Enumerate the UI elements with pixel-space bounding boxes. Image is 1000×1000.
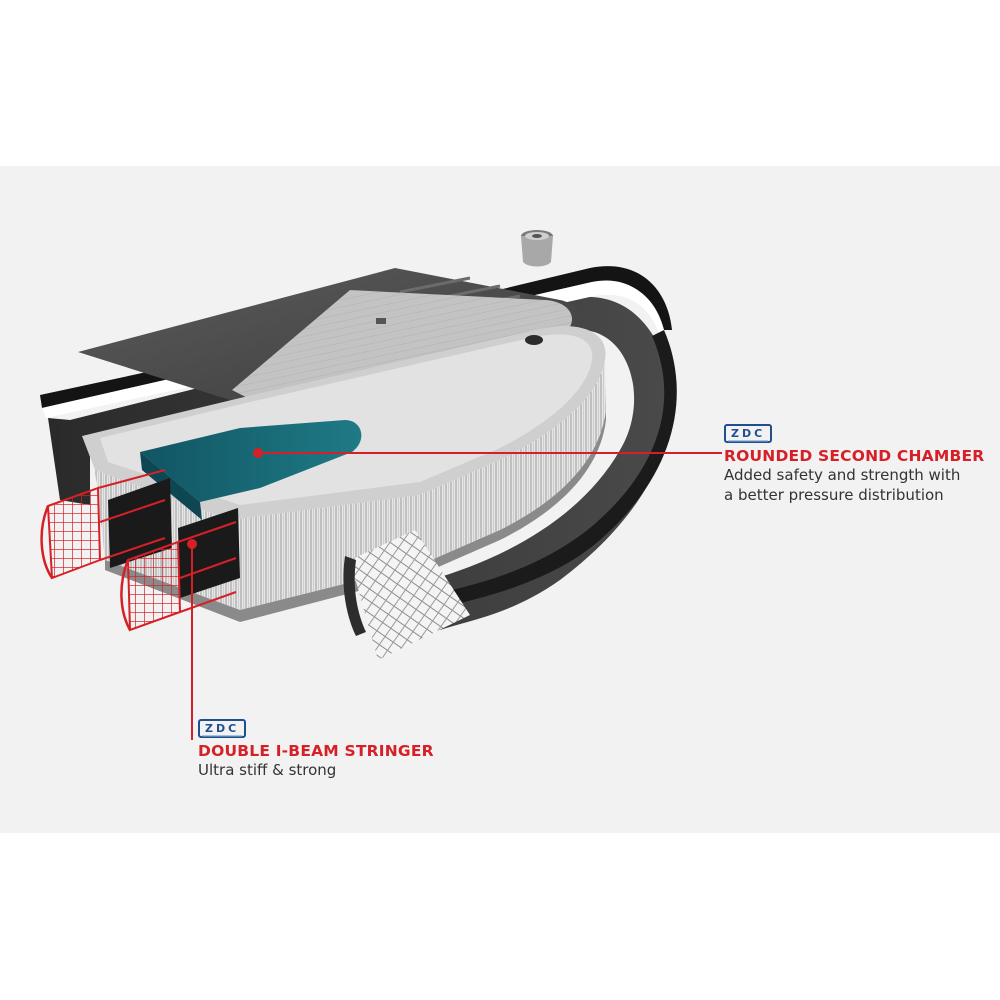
callout-description-line: a better pressure distribution (724, 486, 944, 504)
zdc-logo: ZDC (198, 719, 247, 738)
i-beam-stringer-right (120, 521, 237, 632)
i-beam-stringer-left (40, 469, 166, 580)
rail-strip-outer (40, 266, 672, 408)
callout-dot-stringer (187, 539, 197, 549)
valve-hole (525, 335, 543, 345)
callout-rounded-second-chamber: ZDC ROUNDED SECOND CHAMBER Added safety … (724, 422, 984, 505)
callout-dot-chamber (253, 448, 263, 458)
callout-title: ROUNDED SECOND CHAMBER (724, 447, 985, 465)
callout-title: DOUBLE I-BEAM STRINGER (198, 742, 434, 760)
valve-part (521, 230, 553, 267)
outer-rail-shell (48, 296, 672, 630)
rail-strip-right (442, 330, 677, 606)
drop-stitch-core-right (230, 360, 606, 610)
rail-mesh-edge (343, 556, 366, 636)
zdc-logo: ZDC (724, 424, 773, 443)
deck-emblem (376, 318, 386, 324)
stringer-slot-1 (108, 478, 172, 568)
chamber-front-face (140, 452, 202, 520)
callout-double-i-beam-stringer: ZDC DOUBLE I-BEAM STRINGER Ultra stiff &… (198, 717, 434, 780)
rounded-second-chamber (140, 420, 362, 502)
callout-description-line: Added safety and strength with (724, 466, 961, 484)
callout-description-line: Ultra stiff & strong (198, 761, 337, 779)
stringer-slot-2 (178, 508, 240, 598)
rail-mesh-wrap (350, 530, 470, 660)
